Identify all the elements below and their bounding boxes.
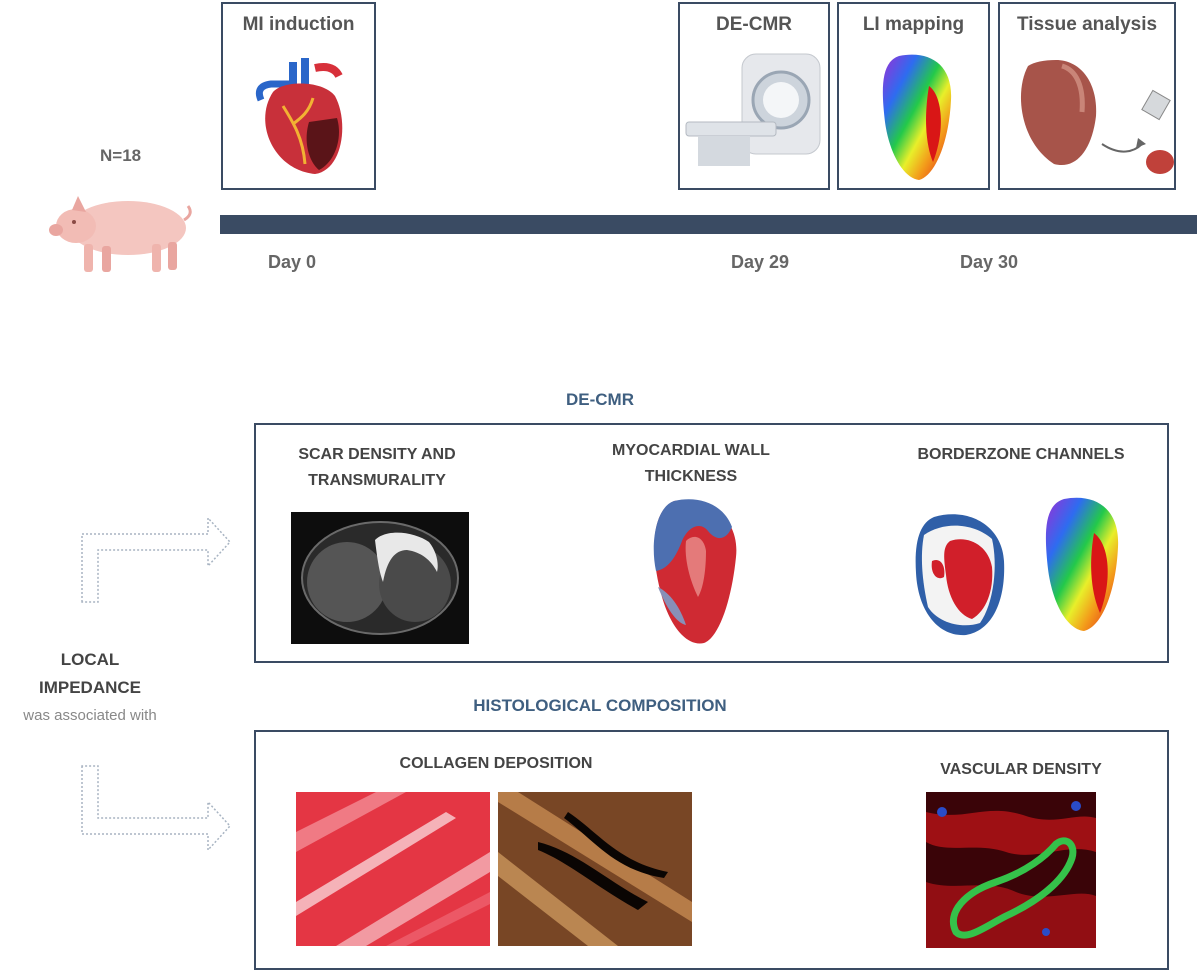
arrow-down-right-icon	[81, 765, 232, 852]
stage-title: Tissue analysis	[1016, 14, 1158, 35]
mri-scan-image	[291, 512, 469, 644]
heart-icon	[255, 58, 343, 174]
collagen-picrosirius-image	[296, 792, 490, 946]
heart-tissue-icon	[1020, 60, 1174, 174]
arrow-up-right-icon	[81, 516, 232, 603]
collagen-title: COLLAGEN DEPOSITION	[399, 755, 593, 772]
stage-title: MI induction	[242, 14, 355, 35]
timeline-day-30: Day 30	[960, 252, 1019, 272]
borderzone-li-map	[1045, 497, 1119, 631]
stage-title: DE-CMR	[716, 14, 792, 35]
pig-icon	[49, 196, 192, 272]
cohort-count: N=18	[100, 146, 142, 165]
side-label-line3: was associated with	[23, 707, 157, 724]
side-label-line1: LOCAL	[60, 650, 120, 669]
vascular-title: VASCULAR DENSITY	[940, 761, 1102, 778]
scar-title-line1: SCAR DENSITY AND	[298, 446, 456, 463]
stage-mi-induction: MI induction	[221, 2, 376, 190]
mri-scanner-icon	[685, 53, 821, 166]
histology-section-title: HISTOLOGICAL COMPOSITION	[473, 696, 727, 715]
timeline-day-0: Day 0	[268, 252, 317, 272]
stage-tissue-analysis: Tissue analysis	[998, 2, 1176, 190]
collagen-polarized-image	[498, 792, 692, 946]
timeline-bar	[220, 215, 1197, 234]
wall-thickness-map	[653, 499, 737, 644]
wall-title-line2: THICKNESS	[644, 468, 738, 485]
borderzone-scar-map	[915, 514, 1005, 636]
bz-title: BORDERZONE CHANNELS	[917, 446, 1125, 463]
stage-li-mapping: LI mapping	[837, 2, 990, 190]
ventricle-map-icon	[882, 54, 952, 180]
timeline-day-29: Day 29	[731, 252, 790, 272]
side-label-line2: IMPEDANCE	[38, 678, 141, 697]
stage-title: LI mapping	[862, 14, 965, 35]
stage-decmr: DE-CMR	[678, 2, 830, 190]
decmr-panel: SCAR DENSITY AND TRANSMURALITY MYOCARDIA…	[254, 423, 1169, 663]
decmr-section-title: DE-CMR	[566, 390, 634, 409]
scar-title-line2: TRANSMURALITY	[308, 472, 446, 489]
histology-panel: COLLAGEN DEPOSITION VASCULAR DENSITY	[254, 730, 1169, 970]
vascular-fluorescence-image	[926, 792, 1096, 948]
wall-title-line1: MYOCARDIAL WALL	[612, 442, 770, 459]
